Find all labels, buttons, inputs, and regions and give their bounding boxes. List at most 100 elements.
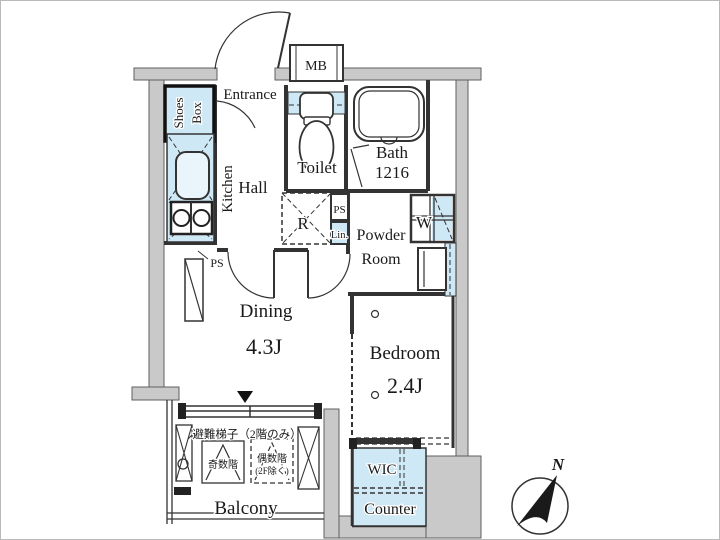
partition-panel-right-x <box>297 426 320 490</box>
toilet-label: Toilet <box>297 158 337 177</box>
powder-room: W Powder Room <box>355 193 457 297</box>
meter-box-outline <box>289 44 344 82</box>
meter-box-label: MB <box>305 59 327 74</box>
window-cap-right <box>314 403 322 419</box>
toilet-bowl <box>298 120 335 174</box>
wall-balcony-right <box>323 408 340 539</box>
balcony-railing <box>166 400 324 524</box>
interior-walls <box>164 80 456 528</box>
entrance-door <box>214 11 291 129</box>
dining-label: Dining <box>240 301 293 322</box>
wall-top-right <box>342 67 482 81</box>
entrance-label: Entrance <box>223 87 277 103</box>
pipe-space-box <box>330 193 349 221</box>
washer-dash <box>434 197 453 240</box>
bathtub-outer <box>353 86 425 142</box>
vanity-cabinet <box>417 247 447 291</box>
entrance-door-arc <box>214 11 291 70</box>
bedroom-bottom-dashed <box>356 437 453 445</box>
meter-box: MB <box>289 44 344 82</box>
shoes-box: Shoes Box <box>163 84 216 143</box>
bedroom-marker-dot-bottom <box>370 390 380 400</box>
linen-box <box>330 221 349 245</box>
kitchen-sink <box>175 151 210 200</box>
hall-dining-door-arc <box>227 251 275 299</box>
even-floors-label: 偶数階 <box>257 452 287 465</box>
stove-burner-left <box>172 209 191 227</box>
linen-label: Lin. <box>331 230 348 241</box>
bath-label: Bath <box>376 143 409 162</box>
shoes-box-cabinet <box>163 84 216 143</box>
meter-box-sides <box>295 45 338 81</box>
washer-label: W <box>416 213 433 232</box>
odd-floors-label: 奇数階 <box>208 458 238 471</box>
hatch-odd-box <box>201 440 245 484</box>
bedroom-label: Bedroom <box>370 343 441 364</box>
hatch-odd-arrow <box>205 443 241 481</box>
hatch-even-arrow <box>254 441 290 481</box>
wic-hanger-dash <box>399 449 405 488</box>
pipe-space-leader <box>197 250 209 260</box>
wall-left-step <box>131 386 180 401</box>
kitchen-label: Kitchen <box>220 165 236 213</box>
hall-label: Hall <box>238 178 268 197</box>
compass-arrow-icon <box>517 475 557 526</box>
kitchen: Kitchen <box>166 133 237 243</box>
balcony: 避難梯子（2階のみ） 奇数階 偶数階 (2F除く) Balcony <box>166 400 324 524</box>
walk-in-closet: WIC Counter <box>349 438 427 527</box>
washer-box <box>409 193 456 244</box>
wic-area <box>352 447 427 527</box>
genkan-step-curve <box>216 100 256 129</box>
wic-label: WIC <box>367 462 396 478</box>
north-label: N <box>551 455 565 474</box>
balcony-drain-circle <box>177 458 189 470</box>
evacuation-ladder-label: 避難梯子（2階のみ） <box>192 427 301 441</box>
washer-pan-fill <box>432 197 452 240</box>
wic-counter-divider <box>354 487 425 494</box>
counter-label: Counter <box>364 501 416 518</box>
washer-grid <box>411 195 454 242</box>
toilet-tank <box>299 92 334 120</box>
north-compass: N <box>511 454 569 535</box>
refrigerator-label: R <box>297 214 309 233</box>
dining-window <box>178 403 322 419</box>
interior-doors <box>227 250 351 299</box>
bedroom-size-label: 2.4J <box>387 373 424 398</box>
toilet-room: Toilet <box>287 91 346 178</box>
window-lines <box>185 405 315 418</box>
bedroom-marker-dot-top <box>370 309 380 319</box>
shoes-box-label-2: Box <box>189 102 204 124</box>
bath-door <box>350 144 370 188</box>
partition-panel-left-x <box>175 424 193 482</box>
wic-wall-cap-left <box>349 438 357 449</box>
powder-room-label-2: Room <box>361 251 401 268</box>
even-floors-note-label: (2F除く) <box>255 465 289 476</box>
bedroom: Bedroom 2.4J <box>351 309 453 445</box>
balcony-label: Balcony <box>214 498 278 519</box>
entrance-door-leaf <box>277 12 291 69</box>
evacuation-leader <box>187 429 198 440</box>
bath-size-label: 1216 <box>375 163 409 182</box>
wall-top-left <box>133 67 218 81</box>
wall-bottom-right-block <box>425 455 482 539</box>
pipe-duct-diagonal <box>184 258 204 322</box>
bathtub-inner <box>358 90 420 138</box>
pipe-space-kitchen-label: PS <box>210 256 223 270</box>
stove-burner-right <box>192 209 211 227</box>
hatch-even-box <box>250 438 294 484</box>
balcony-drain-box <box>174 487 191 495</box>
linen-shelf: Lin. <box>330 221 349 245</box>
refrigerator-space: R <box>281 192 332 245</box>
wall-right <box>455 79 469 461</box>
wall-left <box>148 79 165 392</box>
entry-direction-triangle <box>237 391 253 403</box>
dining-size-label: 4.3J <box>246 334 283 359</box>
bathroom: Bath 1216 <box>350 86 425 188</box>
window-cap-left <box>178 403 186 419</box>
pipe-space-bath: PS <box>330 193 349 221</box>
outer-walls <box>131 67 482 539</box>
bathtub-drain <box>380 136 398 145</box>
dining-room: PS Dining 4.3J <box>184 250 294 403</box>
shoes-box-label-1: Shoes <box>171 97 186 128</box>
